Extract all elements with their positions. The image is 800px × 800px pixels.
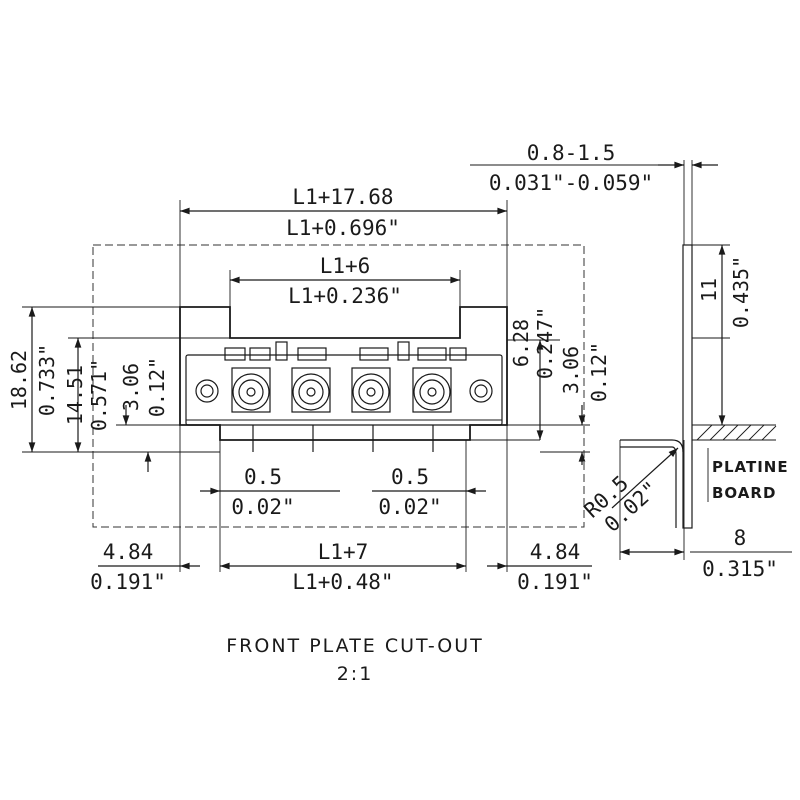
dimension-lines (28, 207, 592, 570)
dim-plate-thickness-in: 0.031"-0.059" (489, 171, 653, 195)
dim-height-total-in: 0.733" (35, 344, 59, 416)
dim-left-offset-mm: 3.06 (119, 363, 143, 411)
dim-plate-thickness-mm: 0.8-1.5 (527, 141, 616, 165)
housing-front-face (185, 354, 503, 426)
dim-pin-gap-right-mm: 0.5 (391, 465, 429, 489)
dim-left-offset-in: 0.12" (145, 357, 169, 417)
side-view (611, 160, 777, 556)
cutout-outline (92, 244, 585, 528)
dim-margin-right-mm: 4.84 (530, 540, 581, 564)
dim-pin-gap-left-in: 0.02" (231, 495, 294, 519)
flange-screw-left (195, 379, 219, 403)
screw-terminal-4 (412, 367, 452, 413)
label-board: BOARD (712, 484, 776, 502)
dim-right-offset-in: 0.12" (587, 342, 611, 402)
label-platine: PLATINE (712, 458, 789, 476)
top-latches (224, 341, 467, 361)
dim-pin-span-mm: L1+7 (318, 540, 369, 564)
dim-margin-left-mm: 4.84 (103, 540, 154, 564)
caption-title: FRONT PLATE CUT-OUT (226, 635, 483, 657)
dim-pin-gap-left-mm: 0.5 (244, 465, 282, 489)
dim-margin-right-in: 0.191" (517, 570, 593, 594)
dim-top-width-mm: L1+6 (320, 254, 371, 278)
dim-overall-width-mm: L1+17.68 (292, 185, 393, 209)
dim-side-height-mm: 11 (697, 278, 721, 302)
dim-top-width-in: L1+0.236" (288, 284, 402, 308)
dim-side-height-in: 0.435" (729, 256, 753, 328)
caption-scale: 2:1 (337, 663, 374, 685)
dim-height-total-mm: 18.62 (7, 350, 31, 410)
flange-screw-right (469, 379, 493, 403)
dim-right-height-in: 0.247" (533, 307, 557, 379)
dim-side-depth-mm: 8 (734, 526, 747, 550)
dim-side-depth-in: 0.315" (702, 557, 778, 581)
solder-pins (252, 425, 434, 452)
dim-margin-left-in: 0.191" (90, 570, 166, 594)
extension-lines (22, 200, 685, 572)
screw-terminal-3 (351, 367, 391, 413)
dim-pin-gap-right-in: 0.02" (378, 495, 441, 519)
screw-terminal-1 (231, 367, 271, 413)
dim-pin-span-in: L1+0.48" (292, 570, 393, 594)
screw-terminal-2 (291, 367, 331, 413)
dim-height-body-mm: 14.51 (63, 365, 87, 425)
dimension-texts: 0.8-1.5 0.031"-0.059" L1+17.68 L1+0.696"… (7, 141, 792, 594)
dim-overall-width-in: L1+0.696" (286, 216, 400, 240)
dim-right-offset-mm: 3.06 (559, 346, 583, 394)
dim-right-height-mm: 6.28 (509, 319, 533, 367)
dim-height-body-in: 0.571" (87, 359, 111, 431)
